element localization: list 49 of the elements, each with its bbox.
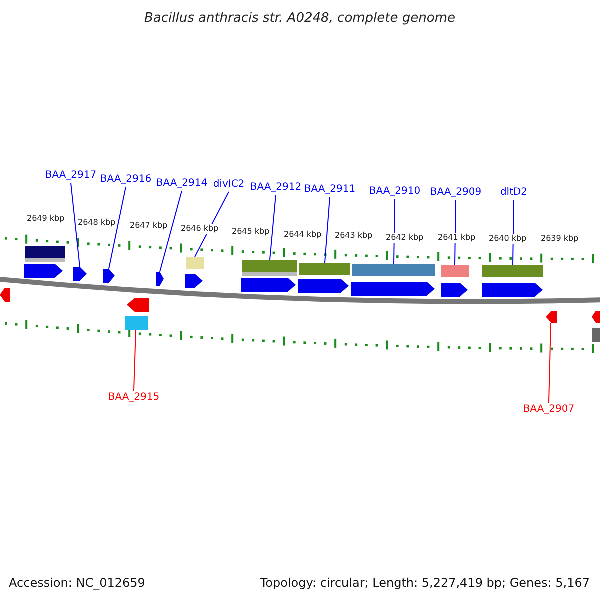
gene-feature <box>0 288 10 302</box>
leader-line <box>108 186 126 270</box>
gene-label: BAA_2914 <box>155 177 209 191</box>
scale-tick-label: 2640 kbp <box>489 234 527 244</box>
gene-feature <box>73 267 87 281</box>
gene-feature <box>125 298 149 330</box>
leader-line <box>194 192 230 258</box>
gene-label: BAA_2911 <box>303 183 357 197</box>
gene-label: divIC2 <box>211 178 247 192</box>
gene-label: BAA_2916 <box>99 173 153 187</box>
scale-tick-label: 2643 kbp <box>335 231 373 241</box>
scale-tick-label: 2639 kbp <box>541 234 579 244</box>
gene-label: BAA_2909 <box>429 186 483 200</box>
scale-tick-label: 2641 kbp <box>438 233 476 243</box>
footer-note: Accession: NC_012659 <box>9 575 146 592</box>
scale-tick-label: 2642 kbp <box>386 233 424 243</box>
gene-label: dltD2 <box>497 186 531 200</box>
gene-label: BAA_2907 <box>522 403 576 417</box>
gene-label: BAA_2917 <box>44 169 98 183</box>
gene-feature <box>156 272 164 286</box>
gene-feature <box>546 311 557 323</box>
gene-label: BAA_2915 <box>107 391 161 405</box>
scale-tick-label: 2648 kbp <box>78 218 116 228</box>
leader-line <box>70 182 80 268</box>
scale-tick-label: 2644 kbp <box>284 230 322 240</box>
gene-feature <box>103 269 115 283</box>
gene-feature <box>298 263 350 293</box>
scale-tick-label: 2647 kbp <box>130 221 168 231</box>
gene-feature <box>592 311 600 342</box>
gene-feature <box>241 260 297 292</box>
leader-line <box>548 322 552 404</box>
scale-tick-label: 2646 kbp <box>181 224 219 234</box>
scale-tick-label: 2649 kbp <box>27 214 65 224</box>
leader-line <box>134 330 136 392</box>
leader-line <box>324 196 330 264</box>
leader-line <box>512 200 514 266</box>
leader-line <box>160 190 182 272</box>
gene-feature <box>482 265 543 297</box>
gene-feature <box>441 265 469 297</box>
gene-feature <box>24 246 65 278</box>
gene-feature <box>351 264 435 296</box>
leader-line <box>394 198 396 264</box>
gene-label: BAA_2910 <box>368 185 422 199</box>
footer-note: Topology: circular; Length: 5,227,419 bp; Genes: 5,167 <box>260 575 590 592</box>
gene-label: BAA_2912 <box>249 181 303 195</box>
leader-line <box>270 194 276 260</box>
scale-tick-label: 2645 kbp <box>232 227 270 237</box>
gene-feature <box>185 257 204 288</box>
title: Bacillus anthracis str. A0248, complete genome <box>143 10 457 28</box>
